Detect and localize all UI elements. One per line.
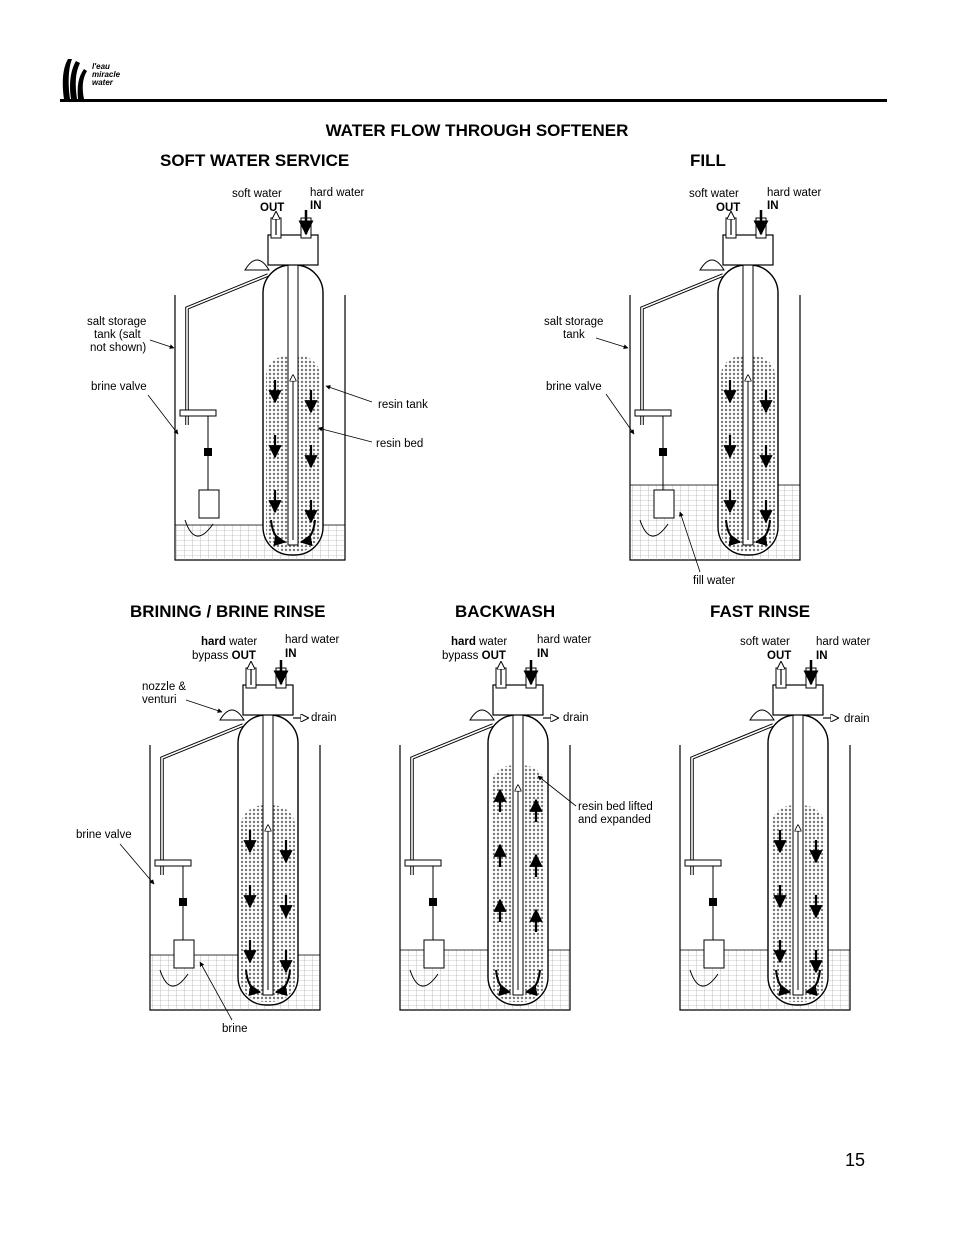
page-title: WATER FLOW THROUGH SOFTENER — [325, 121, 629, 140]
logo-mark-icon — [62, 59, 87, 99]
service-in-word: IN — [310, 200, 322, 212]
control-valve — [722, 234, 774, 266]
leader-brining-brine-valve — [119, 843, 155, 885]
logo-line-3: water — [92, 78, 113, 87]
fill-brine-valve-label: brine valve — [546, 381, 602, 393]
leader-fill-salt-tank — [595, 337, 629, 350]
leader-brining-brine — [199, 961, 233, 1021]
service-salt-tank-label-2: tank (salt — [94, 329, 141, 341]
section-title-fill: FILL — [690, 151, 726, 170]
logo-line-1: l'eau — [92, 62, 110, 71]
service-resin-bed-label: resin bed — [376, 438, 424, 450]
fast-rinse-out-word: OUT — [767, 650, 792, 662]
backwash-resin-lifted-label-2: and expanded — [578, 814, 651, 826]
brine-valve — [653, 489, 675, 519]
diagram-brining — [149, 660, 321, 1011]
service-out-word: OUT — [260, 202, 285, 214]
brine-well-cap — [684, 859, 722, 867]
brining-in-label: hard water — [285, 634, 340, 646]
leader-fill-brine-valve — [605, 393, 635, 435]
brand-logo: l'eau miracle water — [60, 55, 140, 101]
brining-brine-label: brine — [222, 1023, 248, 1035]
leader-service-resin-tank — [325, 385, 373, 403]
page-number: 15 — [845, 1150, 866, 1170]
brining-drain-label: drain — [311, 712, 337, 724]
brine-well-cap — [179, 409, 217, 417]
control-valve — [242, 684, 294, 716]
brining-brine-valve-label: brine valve — [76, 829, 132, 841]
service-brine-valve-label: brine valve — [91, 381, 147, 393]
float-icon — [659, 448, 667, 456]
diagram-fast-rinse — [679, 660, 851, 1011]
diagram-fill — [629, 210, 801, 561]
fast-rinse-in-word: IN — [816, 650, 828, 662]
brine-well-cap — [634, 409, 672, 417]
brining-nozzle-label-1: nozzle & — [142, 681, 187, 693]
backwash-out-word: bypass OUT — [442, 650, 506, 662]
brine-valve — [703, 939, 725, 969]
service-salt-tank-label-3: not shown) — [90, 342, 147, 354]
brining-out-word: bypass OUT — [192, 650, 256, 662]
backwash-in-word: IN — [537, 648, 549, 660]
fill-salt-tank-label-2: tank — [563, 329, 585, 341]
fill-out-label: soft water — [689, 188, 739, 200]
diagram-service — [174, 210, 346, 561]
float-icon — [179, 898, 187, 906]
control-valve — [772, 684, 824, 716]
section-title-service: SOFT WATER SERVICE — [160, 151, 350, 170]
brine-valve — [423, 939, 445, 969]
float-icon — [204, 448, 212, 456]
backwash-resin-lifted-label-1: resin bed lifted — [578, 801, 653, 813]
backwash-drain-label: drain — [563, 712, 589, 724]
backwash-out-label: hard water — [451, 636, 508, 648]
leader-service-resin-bed — [317, 426, 373, 443]
fill-in-label: hard water — [767, 187, 822, 199]
header-rule — [60, 99, 887, 102]
fill-salt-tank-label-1: salt storage — [544, 316, 604, 328]
logo-line-2: miracle — [92, 70, 121, 79]
float-icon — [709, 898, 717, 906]
fast-rinse-drain-label: drain — [844, 713, 870, 725]
service-in-label: hard water — [310, 187, 365, 199]
leader-brining-nozzle — [185, 699, 223, 713]
leader-service-salt-tank — [149, 339, 175, 349]
control-valve — [267, 234, 319, 266]
fill-out-word: OUT — [716, 202, 741, 214]
brining-nozzle-label-2: venturi — [142, 694, 177, 706]
fast-rinse-in-label: hard water — [816, 636, 871, 648]
service-out-label: soft water — [232, 188, 282, 200]
leader-backwash-resin-lifted — [537, 775, 577, 807]
fill-in-word: IN — [767, 200, 779, 212]
brine-well-cap — [404, 859, 442, 867]
leader-fill-water — [679, 511, 701, 573]
brine-well-cap — [154, 859, 192, 867]
float-icon — [429, 898, 437, 906]
backwash-in-label: hard water — [537, 634, 592, 646]
control-valve — [492, 684, 544, 716]
diagram-backwash — [399, 660, 571, 1011]
fast-rinse-out-label: soft water — [740, 636, 790, 648]
brine-valve — [173, 939, 195, 969]
section-title-fast-rinse: FAST RINSE — [710, 602, 811, 621]
fill-water-label: fill water — [693, 575, 736, 587]
brining-in-word: IN — [285, 648, 297, 660]
section-title-brining: BRINING / BRINE RINSE — [130, 602, 326, 621]
leader-service-brine-valve — [147, 394, 179, 435]
brining-out-label: hard water — [201, 636, 258, 648]
brine-valve — [198, 489, 220, 519]
service-resin-tank-label: resin tank — [378, 399, 428, 411]
service-salt-tank-label-1: salt storage — [87, 316, 147, 328]
section-title-backwash: BACKWASH — [455, 602, 556, 621]
